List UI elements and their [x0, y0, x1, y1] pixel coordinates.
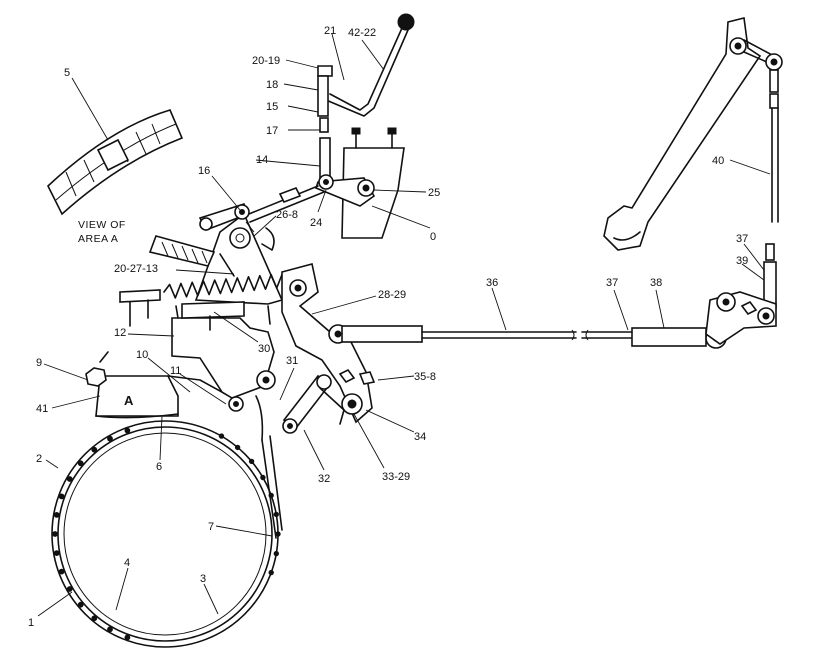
callout-3: 3	[200, 573, 206, 585]
callout-31: 31	[286, 355, 298, 367]
callout-1: 1	[28, 617, 34, 629]
link-rod-32	[282, 374, 345, 434]
band-anchor-bracket: A	[85, 351, 241, 419]
callout-35-8: 35-8	[414, 371, 436, 383]
band-rivet	[218, 433, 225, 439]
callout-0: 0	[430, 231, 436, 243]
band-rivet	[107, 626, 113, 633]
band-rivet	[234, 444, 241, 451]
band-rivet	[52, 531, 58, 537]
callout-12: 12	[114, 327, 126, 339]
lever-housing	[171, 305, 276, 412]
band-rivet	[66, 476, 73, 482]
band-rivet	[124, 427, 131, 434]
callout-33-29: 33-29	[382, 471, 410, 483]
callout-28-29: 28-29	[378, 289, 406, 301]
view-note-line-2: AREA A	[78, 233, 118, 245]
leader-lines	[37, 33, 771, 617]
callout-24: 24	[310, 217, 322, 229]
callout-20-27-13: 20-27-13	[114, 263, 158, 275]
callout-37-upper: 37	[736, 233, 748, 245]
equalizer-lever	[198, 174, 376, 232]
band-rivet	[273, 511, 279, 518]
callout-11: 11	[170, 365, 181, 377]
band-rivet	[273, 550, 279, 557]
band-rivet	[91, 615, 98, 622]
callout-41: 41	[36, 403, 48, 415]
callout-25: 25	[428, 187, 440, 199]
band-rivet	[58, 568, 65, 575]
return-spring	[163, 272, 289, 299]
inset-view-area-a: VIEW OF AREA A	[47, 109, 184, 245]
callout-9: 9	[36, 357, 42, 369]
bell-crank	[281, 263, 376, 424]
band-rivet	[66, 586, 73, 592]
callout-26-8: 26-8	[276, 209, 298, 221]
band-rivets	[52, 427, 281, 641]
callout-30: 30	[258, 343, 270, 355]
callout-6: 6	[156, 461, 162, 473]
callout-17: 17	[266, 125, 278, 137]
pedal-bell-crank	[705, 291, 777, 345]
band-rivet	[248, 458, 255, 465]
callout-labels: 1 2 3 4 5 6 7 9 10 11 12 14 15 16 17 18 …	[28, 25, 748, 629]
band-rivet	[53, 550, 60, 556]
band-rivet	[77, 601, 84, 608]
callout-37-lower: 37	[606, 277, 618, 289]
callout-4: 4	[124, 557, 130, 569]
callout-42-22: 42-22	[348, 27, 376, 39]
long-rod-36	[341, 325, 727, 349]
section-letter-a: A	[124, 393, 134, 408]
band-rivet	[124, 634, 131, 641]
callout-20-19: 20-19	[252, 55, 280, 67]
band-rivet	[107, 435, 113, 442]
callout-21: 21	[324, 25, 336, 37]
band-rivet	[91, 446, 98, 453]
callout-34: 34	[414, 431, 426, 443]
callout-36: 36	[486, 277, 498, 289]
brake-drum	[51, 420, 281, 648]
pedal-rod-40	[763, 69, 779, 309]
brake-band-ends	[255, 395, 283, 539]
view-note-line-1: VIEW OF	[78, 219, 126, 231]
band-rivet	[77, 460, 84, 467]
callout-10: 10	[136, 349, 148, 361]
callout-5: 5	[64, 67, 70, 79]
callout-15: 15	[266, 101, 278, 113]
callout-2: 2	[36, 453, 42, 465]
callout-18: 18	[266, 79, 278, 91]
callout-38: 38	[650, 277, 662, 289]
hand-lever	[317, 13, 415, 117]
callout-14: 14	[256, 154, 268, 166]
callout-39: 39	[736, 255, 748, 267]
sector-plate	[148, 212, 284, 305]
band-rivet	[275, 531, 281, 537]
band-rivet	[260, 474, 266, 481]
band-rivet	[268, 569, 274, 576]
adjuster-bolt	[119, 289, 271, 331]
band-rivet	[53, 512, 60, 518]
callout-40: 40	[712, 155, 724, 167]
callout-32: 32	[318, 473, 330, 485]
callout-16: 16	[198, 165, 210, 177]
callout-7: 7	[208, 521, 214, 533]
band-rivet	[58, 493, 65, 500]
brake-pedal	[603, 17, 783, 251]
